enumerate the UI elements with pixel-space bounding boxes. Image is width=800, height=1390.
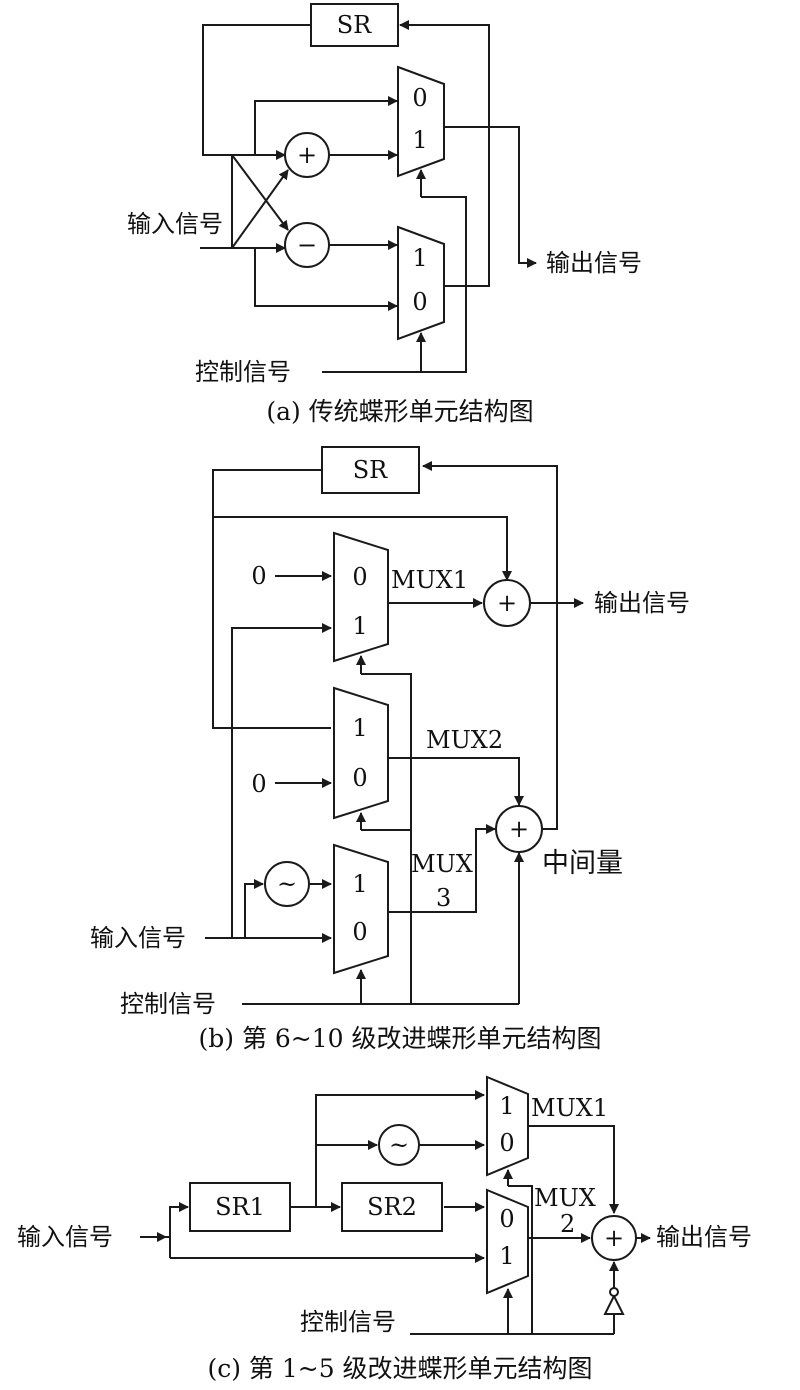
- control-label: 控制信号: [120, 990, 216, 1018]
- mux3-input-0: 0: [352, 918, 367, 946]
- mux-bottom: [397, 225, 445, 341]
- input-label: 输入信号: [127, 210, 223, 238]
- sr-register: [321, 446, 420, 494]
- mux1: [486, 1075, 529, 1177]
- mux1-input-0: 0: [499, 1129, 514, 1157]
- mux2-label: MUX: [534, 1184, 596, 1212]
- diagram-c: SR1 SR2 输入信号 ~ 1 0 MUX1 0 1 MUX 2 +: [17, 1075, 752, 1383]
- adder-symbol: +: [497, 589, 517, 617]
- sr-label: SR: [353, 456, 388, 484]
- mux1: [333, 531, 389, 663]
- adder-symbol: +: [297, 141, 317, 169]
- mux1-label: MUX1: [531, 1094, 608, 1122]
- caption-b: (b) 第 6~10 级改进蝶形单元结构图: [198, 1024, 601, 1053]
- mux-bottom-input-1: 1: [412, 244, 427, 272]
- mux2-label-number: 2: [560, 1210, 575, 1238]
- diagram-b: SR 0 1 0 + MUX1 输出信号 1 0 0 MUX2 + 中间量 1: [90, 446, 690, 1053]
- output-label: 输出信号: [546, 249, 642, 277]
- mux1-input-0: 0: [352, 563, 367, 591]
- sr1-label: SR1: [215, 1193, 265, 1221]
- input-label: 输入信号: [90, 924, 186, 952]
- control-label: 控制信号: [195, 358, 291, 386]
- mux-top: [397, 65, 445, 178]
- mux2-input-0: 0: [499, 1205, 514, 1233]
- sr-label: SR: [337, 11, 372, 39]
- mux2: [333, 686, 389, 820]
- output-label: 输出信号: [594, 589, 690, 617]
- subtractor-symbol: −: [297, 231, 317, 259]
- mux2: [486, 1188, 529, 1295]
- output-label: 输出信号: [656, 1223, 752, 1251]
- mux3: [333, 843, 389, 975]
- sr2-register: [341, 1182, 443, 1232]
- caption-c: (c) 第 1~5 级改进蝶形单元结构图: [207, 1354, 592, 1383]
- mux1-input-1: 1: [499, 1092, 514, 1120]
- mux1-input-1: 1: [352, 612, 367, 640]
- mux1-label: MUX1: [391, 566, 468, 594]
- mux3-label: MUX: [411, 850, 473, 878]
- mux2-label: MUX2: [426, 726, 503, 754]
- sr2-label: SR2: [367, 1193, 417, 1221]
- constant-zero: 0: [251, 562, 266, 590]
- mux-top-input-1: 1: [412, 126, 427, 154]
- input-label: 输入信号: [17, 1223, 113, 1251]
- feedback-wire: [202, 24, 311, 156]
- mux-bottom-input-0: 0: [412, 288, 427, 316]
- mux3-input-1: 1: [352, 870, 367, 898]
- mux2-input-0: 0: [352, 764, 367, 792]
- negate-symbol: ~: [277, 870, 297, 898]
- mux3-label-number: 3: [436, 884, 451, 912]
- caption-a: (a) 传统蝶形单元结构图: [266, 397, 533, 426]
- mux2-input-1: 1: [499, 1242, 514, 1270]
- adder-symbol: +: [604, 1224, 624, 1252]
- adder-symbol: +: [509, 815, 529, 843]
- intermediate-label: 中间量: [542, 848, 623, 879]
- negate-symbol: ~: [389, 1131, 409, 1159]
- mux-top-input-0: 0: [412, 84, 427, 112]
- control-label: 控制信号: [300, 1308, 396, 1336]
- mux2-input-1: 1: [352, 714, 367, 742]
- diagram-a: SR + − 0 1 1 0 输入信号: [127, 3, 642, 426]
- constant-zero: 0: [251, 770, 266, 798]
- inverter: [603, 1293, 625, 1315]
- inverter-bubble: [609, 1287, 619, 1297]
